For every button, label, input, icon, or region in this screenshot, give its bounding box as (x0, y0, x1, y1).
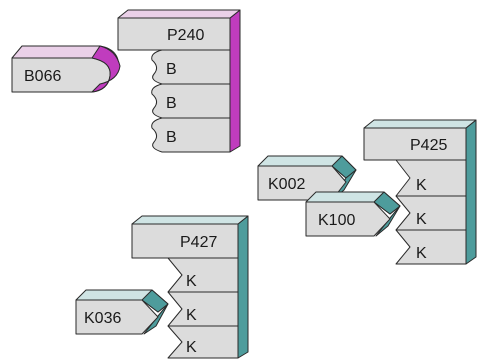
p425-slot-3 (395, 229, 467, 265)
b066-label: B066 (24, 68, 61, 85)
p427-header (131, 223, 239, 259)
p425-slot-3-label: K (416, 245, 427, 262)
p427-slot-1-label: K (186, 273, 197, 290)
p427-slot-3-label: K (186, 339, 197, 356)
p427-top (131, 215, 249, 225)
group-p425: P425 K K K K002 K100 (257, 119, 477, 265)
b066-side (90, 45, 121, 93)
p425-header (363, 127, 467, 161)
group-p427: P427 K K K K036 (75, 215, 249, 359)
group-p240: P240 B B B B066 (11, 9, 241, 153)
p240-slot-1 (151, 49, 231, 85)
k100-label: K100 (318, 212, 355, 229)
p427-slot-3 (167, 325, 239, 359)
k036-body (75, 299, 159, 335)
p240-top (117, 9, 241, 19)
k036-label: K036 (84, 310, 121, 327)
p240-side (229, 9, 241, 153)
p240-slot-3-label: B (166, 129, 177, 146)
p240-slot-2 (151, 83, 231, 119)
p240-slot-1-label: B (166, 61, 177, 78)
p425-top (363, 119, 477, 129)
p427-slot-2-label: K (186, 307, 197, 324)
p425-side (465, 119, 477, 265)
p240-slot-3 (151, 117, 231, 153)
p425-slot-2-label: K (416, 211, 427, 228)
k100-body (305, 201, 391, 237)
p425-label: P425 (410, 137, 447, 154)
p425-slot-1 (395, 159, 467, 197)
p240-header (117, 17, 231, 51)
p427-label: P427 (180, 234, 217, 251)
p425-slot-2 (395, 195, 467, 231)
p427-slot-2 (167, 291, 239, 327)
p427-side (237, 215, 249, 359)
p240-slot-2-label: B (166, 95, 177, 112)
p240-label: P240 (167, 27, 204, 44)
p427-slot-1 (167, 257, 239, 293)
p425-slot-1-label: K (416, 177, 427, 194)
k002-label: K002 (268, 176, 305, 193)
